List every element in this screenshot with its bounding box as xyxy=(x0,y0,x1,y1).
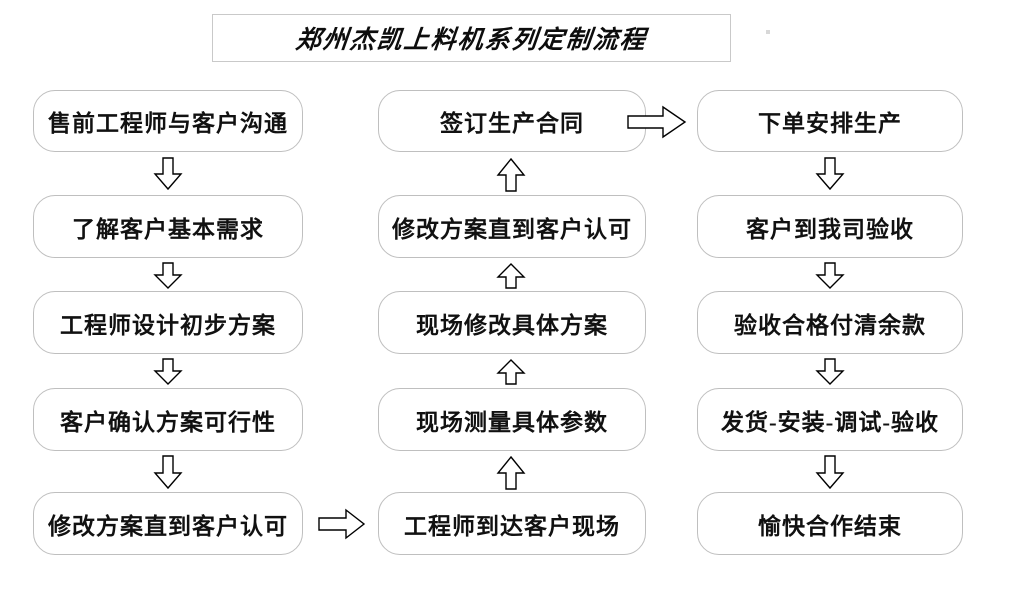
node-label: 现场测量具体参数 xyxy=(416,409,608,435)
arrow-down-icon xyxy=(814,157,846,191)
arrow-up-icon xyxy=(495,157,527,193)
chart-title-box: 郑州杰凯上料机系列定制流程 xyxy=(212,14,731,62)
node-label: 工程师设计初步方案 xyxy=(60,312,276,338)
node-engineer-arrive-onsite[interactable]: 工程师到达客户现场 xyxy=(378,492,646,555)
node-sign-production-contract[interactable]: 签订生产合同 xyxy=(378,90,646,152)
node-sales-engineer-communication[interactable]: 售前工程师与客户沟通 xyxy=(33,90,303,152)
arrow-down-icon xyxy=(814,358,846,386)
node-place-order-schedule-production[interactable]: 下单安排生产 xyxy=(697,90,963,152)
node-label: 客户到我司验收 xyxy=(746,216,914,242)
node-label: 客户确认方案可行性 xyxy=(60,409,276,435)
node-label: 发货-安装-调试-验收 xyxy=(721,409,939,435)
arrow-up-icon xyxy=(495,358,527,386)
node-ship-install-debug-accept[interactable]: 发货-安装-调试-验收 xyxy=(697,388,963,451)
node-label: 签订生产合同 xyxy=(440,111,584,136)
arrow-right-icon xyxy=(627,105,687,139)
node-label: 愉快合作结束 xyxy=(758,513,902,539)
arrow-down-icon xyxy=(152,157,184,191)
node-label: 下单安排生产 xyxy=(758,111,902,136)
node-cooperation-complete[interactable]: 愉快合作结束 xyxy=(697,492,963,555)
arrow-down-icon xyxy=(152,455,184,490)
arrow-right-icon xyxy=(318,508,366,540)
arrow-down-icon xyxy=(152,262,184,290)
node-revise-until-approved-2[interactable]: 修改方案直到客户认可 xyxy=(378,195,646,258)
arrow-up-icon xyxy=(495,455,527,491)
arrow-down-icon xyxy=(814,262,846,290)
node-customer-inspection-at-factory[interactable]: 客户到我司验收 xyxy=(697,195,963,258)
node-label: 修改方案直到客户认可 xyxy=(392,216,632,242)
node-label: 现场修改具体方案 xyxy=(416,312,608,338)
artifact-dot xyxy=(766,30,770,34)
node-label: 售前工程师与客户沟通 xyxy=(48,111,288,136)
arrow-down-icon xyxy=(152,358,184,386)
node-label: 验收合格付清余款 xyxy=(734,312,926,338)
node-engineer-initial-plan[interactable]: 工程师设计初步方案 xyxy=(33,291,303,354)
node-customer-confirm-feasibility[interactable]: 客户确认方案可行性 xyxy=(33,388,303,451)
node-label: 了解客户基本需求 xyxy=(72,216,264,242)
node-understand-basic-needs[interactable]: 了解客户基本需求 xyxy=(33,195,303,258)
arrow-up-icon xyxy=(495,262,527,290)
node-onsite-revise-plan[interactable]: 现场修改具体方案 xyxy=(378,291,646,354)
chart-title: 郑州杰凯上料机系列定制流程 xyxy=(294,27,649,54)
node-onsite-measure-parameters[interactable]: 现场测量具体参数 xyxy=(378,388,646,451)
arrow-down-icon xyxy=(814,455,846,490)
node-revise-until-approved-1[interactable]: 修改方案直到客户认可 xyxy=(33,492,303,555)
node-label: 修改方案直到客户认可 xyxy=(48,513,288,539)
node-label: 工程师到达客户现场 xyxy=(404,513,620,539)
node-pay-balance-after-acceptance[interactable]: 验收合格付清余款 xyxy=(697,291,963,354)
